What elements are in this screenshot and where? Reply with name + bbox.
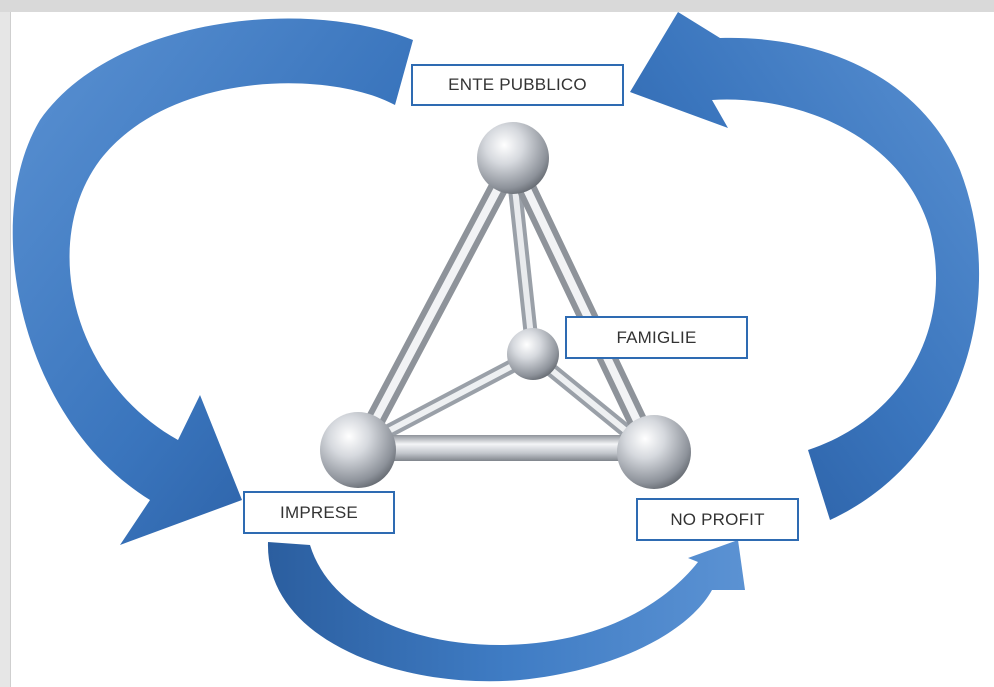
label-no-profit: NO PROFIT xyxy=(636,498,799,541)
label-ente-pubblico: ENTE PUBBLICO xyxy=(411,64,624,106)
label-famiglie: FAMIGLIE xyxy=(565,316,748,359)
sphere-left xyxy=(320,412,396,488)
top-bar xyxy=(0,0,994,12)
arrow-imprese-to-noprofit xyxy=(267,540,745,682)
arrow-noprofit-to-ente xyxy=(630,12,980,520)
left-edge xyxy=(0,12,11,687)
sphere-right xyxy=(617,415,691,489)
arrow-ente-to-imprese xyxy=(12,18,414,546)
sphere-back xyxy=(507,328,559,380)
tetrahedron xyxy=(352,150,662,462)
label-imprese: IMPRESE xyxy=(243,491,395,534)
sphere-top xyxy=(477,122,549,194)
